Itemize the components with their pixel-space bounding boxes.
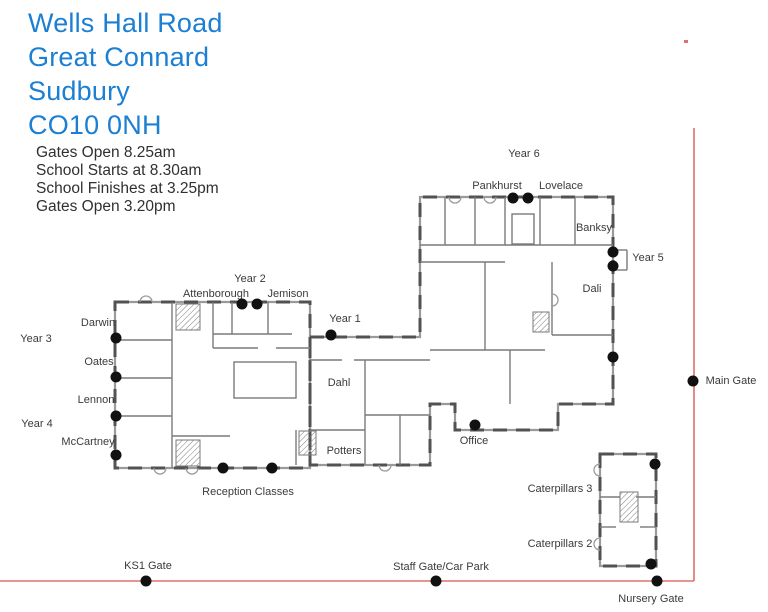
main-building-outline bbox=[308, 195, 615, 467]
stairs-hatch bbox=[532, 311, 550, 333]
building-outlines bbox=[113, 195, 658, 568]
address-line: Wells Hall Road bbox=[28, 8, 223, 38]
interior-walls bbox=[115, 197, 656, 528]
boundary-tick-mark bbox=[684, 40, 688, 43]
stairs-hatch bbox=[298, 430, 317, 456]
address-block: Wells Hall Road Great Connard Sudbury CO… bbox=[28, 6, 223, 142]
address-line: Great Connard bbox=[28, 42, 210, 72]
address-line: Sudbury bbox=[28, 76, 130, 106]
stair-hatches bbox=[175, 303, 639, 523]
schedule-line: School Finishes at 3.25pm bbox=[36, 180, 219, 197]
stairs-hatch bbox=[175, 303, 201, 331]
schedule-line: Gates Open 3.20pm bbox=[36, 198, 176, 215]
site-boundary bbox=[0, 40, 695, 582]
wall-segments bbox=[113, 195, 658, 568]
door-arcs bbox=[139, 196, 601, 551]
schedule-line: Gates Open 8.25am bbox=[36, 144, 176, 161]
address-line: CO10 0NH bbox=[28, 110, 162, 140]
schedule-line: School Starts at 8.30am bbox=[36, 162, 202, 179]
stairs-hatch bbox=[175, 439, 201, 467]
stairs-hatch bbox=[619, 491, 639, 523]
schedule-block: Gates Open 8.25am School Starts at 8.30a… bbox=[36, 144, 219, 216]
